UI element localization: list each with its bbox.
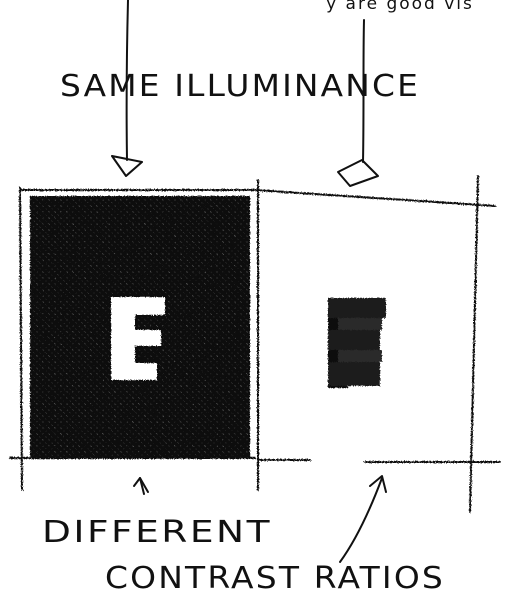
heading: SAME ILLUMINANCE (60, 69, 420, 104)
top-clipped-text: y are good vis (326, 0, 474, 14)
caption-line1: DIFFERENT (42, 515, 272, 550)
bottom-left-arrow (134, 478, 148, 494)
dark-panel-letter: E (0, 0, 1, 1)
dark-letter-e (328, 298, 386, 388)
light-panel-letter: E (0, 0, 1, 1)
caption-line2: CONTRAST RATIOS (105, 561, 445, 596)
light-letter-e (110, 296, 166, 381)
bottom-right-arrow (340, 476, 386, 562)
